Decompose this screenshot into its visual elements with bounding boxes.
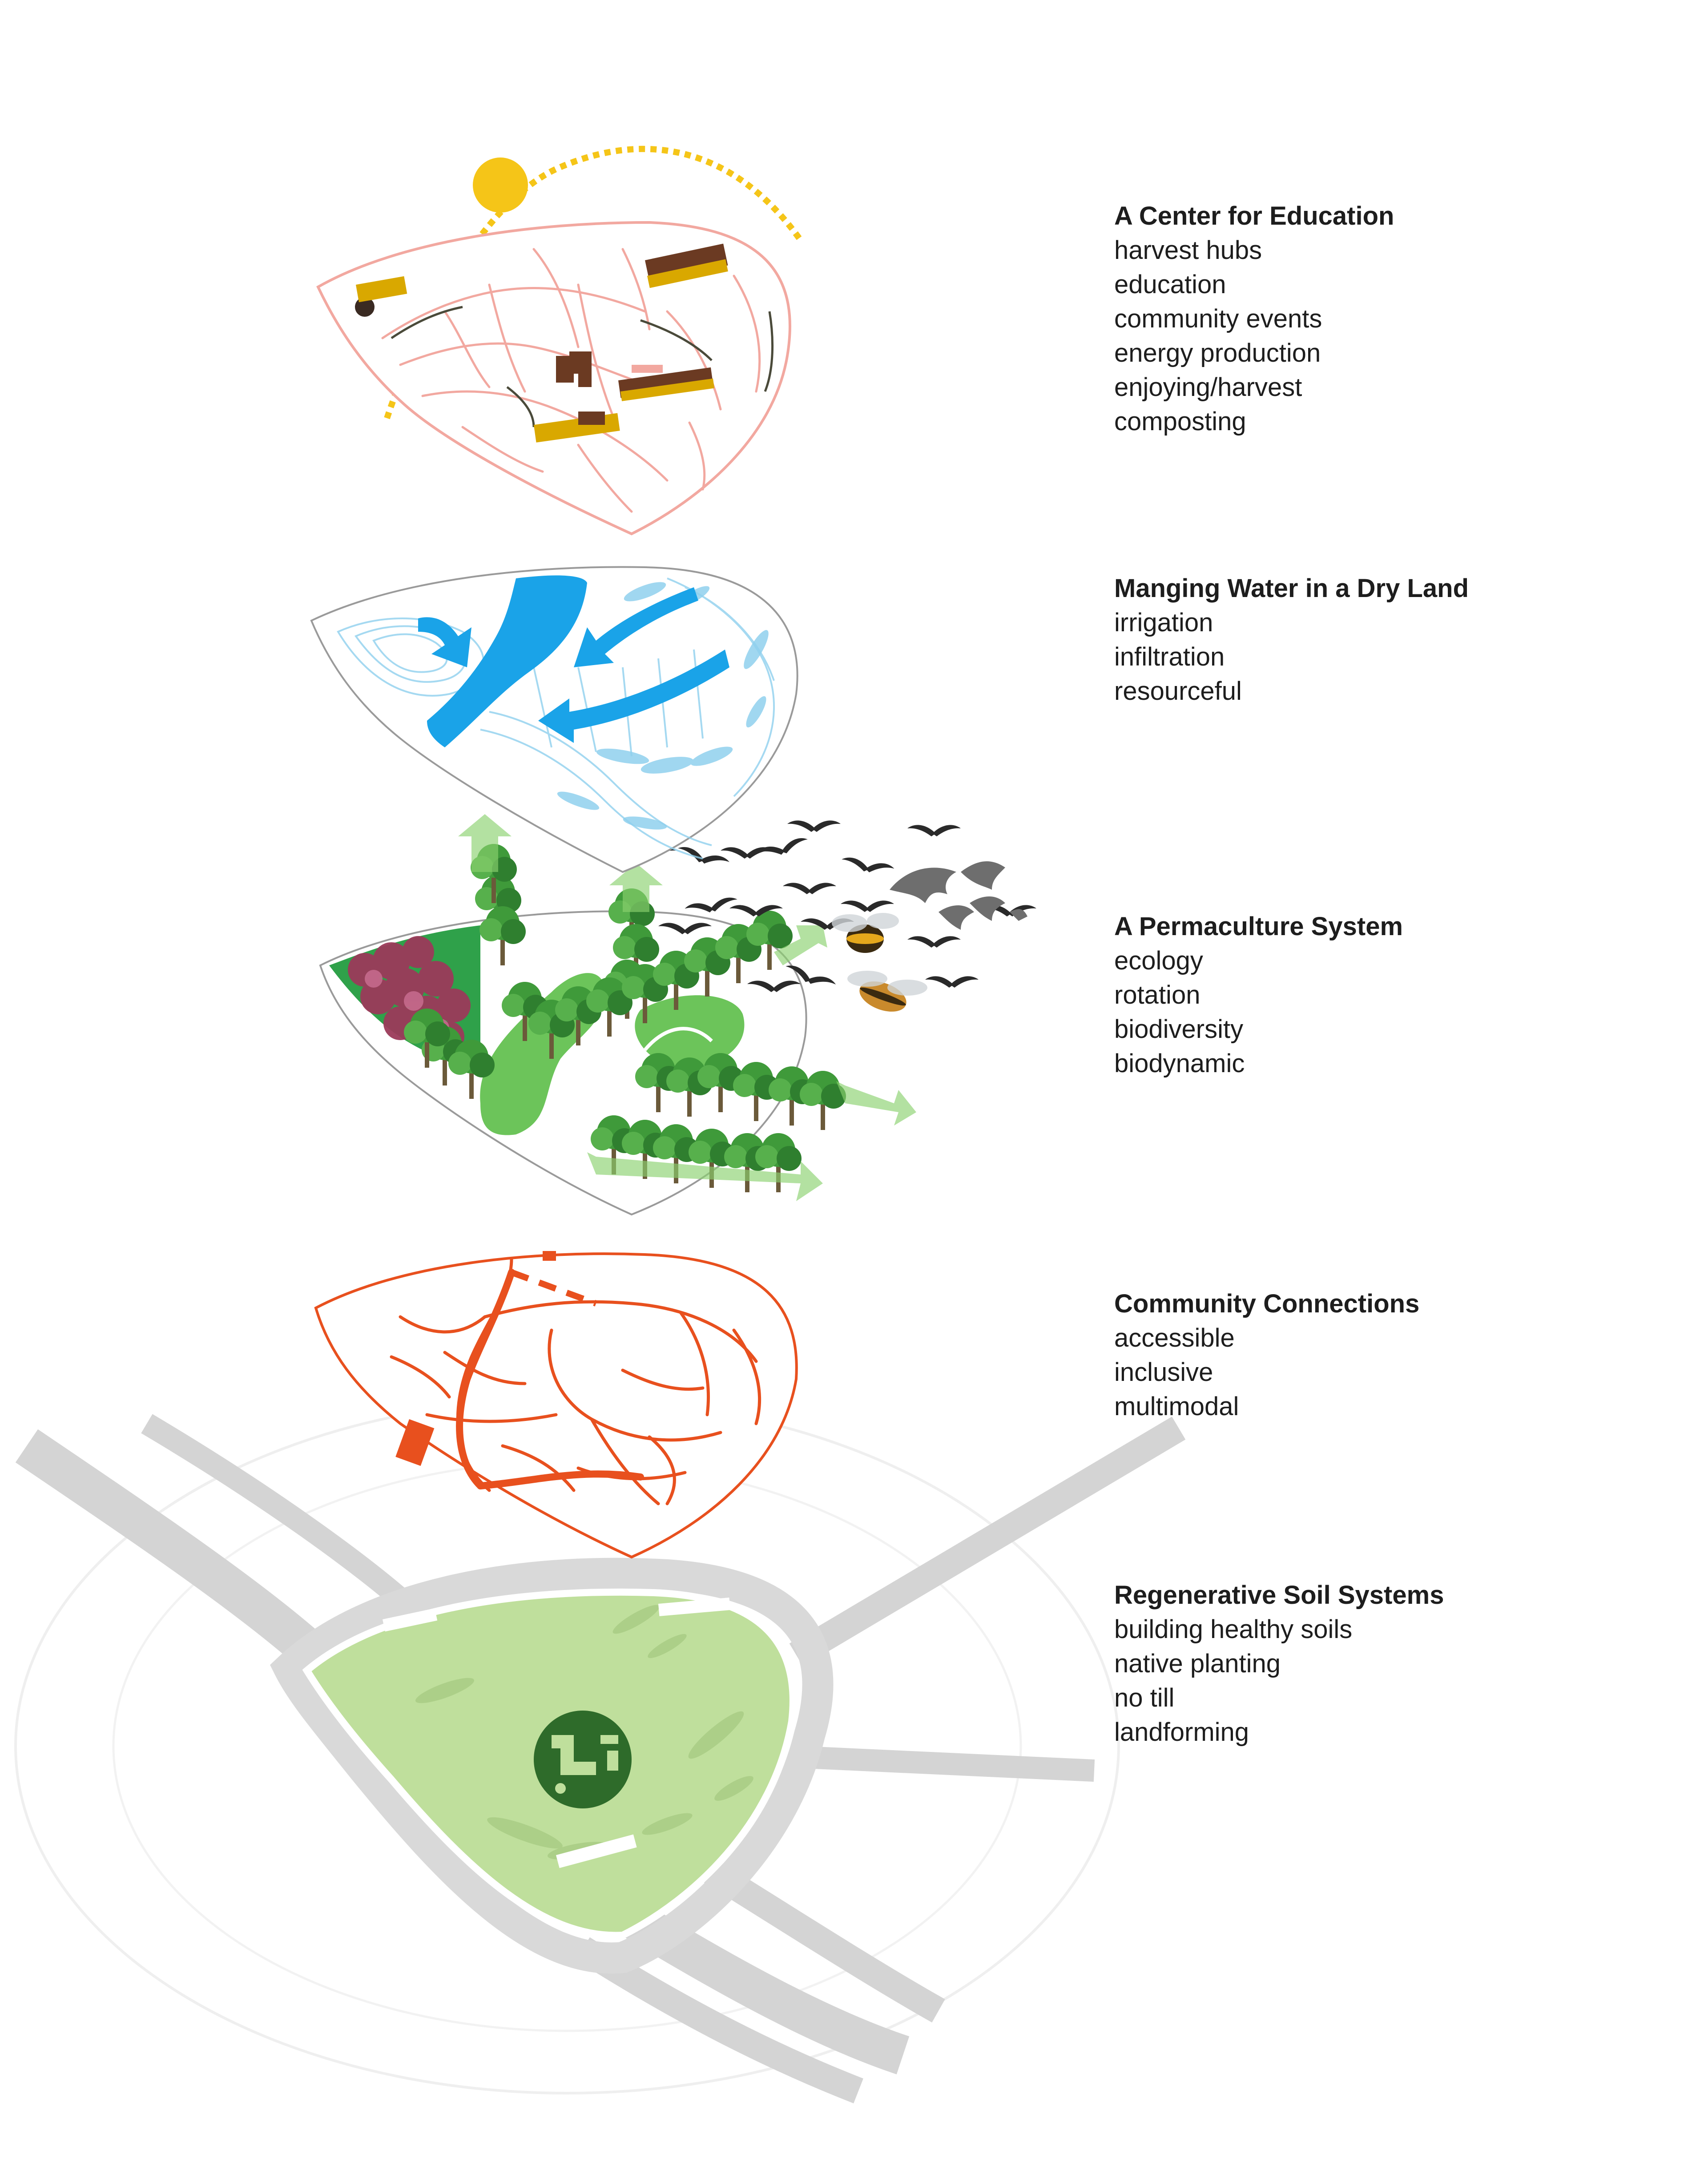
bat-icon: [890, 861, 1027, 930]
layer-label-permaculture: A Permaculture System ecology rotation b…: [1114, 910, 1692, 1081]
layer-label-soil: Regenerative Soil Systems building healt…: [1114, 1578, 1692, 1749]
list-item: composting: [1114, 407, 1246, 436]
list-item: native planting: [1114, 1649, 1281, 1678]
layer-title: A Permaculture System: [1114, 912, 1403, 941]
list-item: irrigation: [1114, 608, 1213, 637]
layer-label-community: Community Connections accessible inclusi…: [1114, 1287, 1692, 1424]
layer-label-water: Manging Water in a Dry Land irrigation i…: [1114, 572, 1692, 708]
layer-title: A Center for Education: [1114, 202, 1394, 230]
list-item: infiltration: [1114, 642, 1225, 671]
list-item: community events: [1114, 304, 1322, 333]
layer-label-education: A Center for Education harvest hubs educ…: [1114, 199, 1692, 439]
layer-items: building healthy soils native planting n…: [1114, 1612, 1692, 1749]
list-item: harvest hubs: [1114, 236, 1262, 265]
community-layer: [314, 1251, 798, 1559]
permaculture-layer: [319, 814, 1036, 1216]
buildings: [355, 243, 728, 443]
layer-items: accessible inclusive multimodal: [1114, 1321, 1692, 1424]
list-item: rotation: [1114, 981, 1200, 1009]
list-item: ecology: [1114, 946, 1203, 975]
farm-logo-icon: [534, 1711, 632, 1808]
education-layer: [316, 145, 803, 536]
list-item: landforming: [1114, 1718, 1249, 1747]
list-item: enjoying/harvest: [1114, 373, 1302, 402]
list-item: building healthy soils: [1114, 1615, 1353, 1644]
layer-items: ecology rotation biodiversity biodynamic: [1114, 944, 1692, 1081]
list-item: multimodal: [1114, 1392, 1239, 1421]
layer-items: harvest hubs education community events …: [1114, 233, 1692, 439]
arrow-icon: [418, 587, 729, 743]
list-item: biodiversity: [1114, 1015, 1244, 1044]
list-item: education: [1114, 270, 1226, 299]
bee-icon: [832, 913, 927, 1012]
list-item: resourceful: [1114, 677, 1242, 706]
layer-title: Community Connections: [1114, 1289, 1420, 1318]
sun-icon: [473, 157, 528, 213]
list-item: no till: [1114, 1683, 1175, 1712]
soil-layer: [14, 1398, 1186, 2103]
list-item: energy production: [1114, 339, 1321, 367]
water-layer: [310, 566, 798, 873]
layer-title: Regenerative Soil Systems: [1114, 1581, 1444, 1610]
arrow-icon: [458, 814, 916, 1201]
layer-items: irrigation infiltration resourceful: [1114, 605, 1692, 708]
list-item: biodynamic: [1114, 1049, 1245, 1078]
list-item: inclusive: [1114, 1358, 1213, 1387]
layer-title: Manging Water in a Dry Land: [1114, 574, 1469, 603]
list-item: accessible: [1114, 1324, 1235, 1352]
